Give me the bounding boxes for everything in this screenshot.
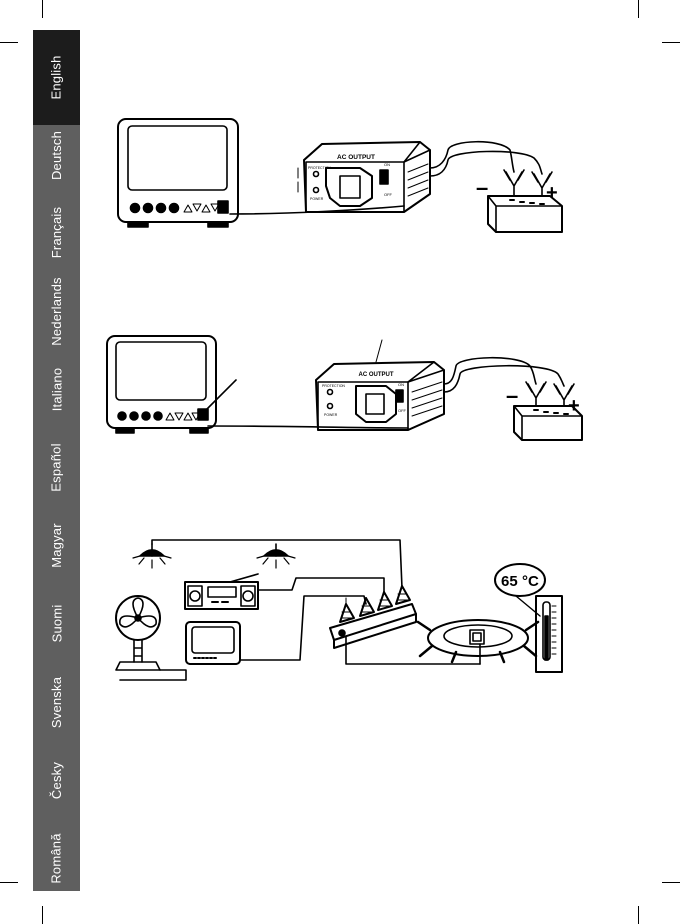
figure1-cable — [430, 142, 514, 172]
figure2-clamp-icon — [526, 382, 574, 406]
figure2-protection-label: PROTECTION — [322, 384, 345, 388]
temperature-value: 65 — [501, 573, 518, 590]
figure2-minus-sign: – — [506, 383, 518, 408]
tv-icon — [186, 622, 240, 664]
figure1-inverter-icon — [298, 142, 430, 212]
figure2-off-label: OFF — [398, 408, 407, 413]
figure2-power-label: POWER — [324, 413, 338, 417]
plug-icon — [378, 592, 392, 610]
lamp-wire — [152, 540, 402, 588]
inverter-top-icon — [418, 620, 538, 662]
figure2-cable — [208, 426, 408, 428]
fan-icon — [116, 596, 160, 670]
strip-cable — [346, 636, 480, 664]
figure1-off-label: OFF — [384, 192, 393, 197]
lamp-icon — [133, 544, 171, 568]
figure2-tv-icon — [107, 336, 216, 433]
figure1-power-label: POWER — [310, 197, 324, 201]
figure1-on-label: ON — [384, 162, 390, 167]
radio-icon — [185, 574, 258, 609]
figure2-ac-output-label: AC OUTPUT — [359, 372, 394, 378]
plug-icon — [340, 598, 354, 622]
fan-cable — [120, 670, 186, 680]
lamp-icon — [257, 544, 295, 568]
figure2-on-label: ON — [398, 382, 404, 387]
figure3-diagram — [116, 540, 562, 680]
figure1-minus-sign: – — [476, 175, 488, 200]
figure1-ac-output-label: AC OUTPUT — [337, 154, 375, 161]
figure1-tv-icon — [118, 119, 238, 227]
plug-icon — [360, 598, 374, 616]
figure1-plus-sign: + — [546, 182, 558, 204]
figure2-cable — [444, 366, 564, 392]
figure1-diagram — [118, 119, 562, 232]
thermometer-icon — [536, 596, 562, 672]
figure2-plus-sign: + — [568, 395, 580, 417]
figure1-protection-label: PROTECTION — [308, 166, 331, 170]
figure2-pointer-line — [204, 380, 236, 412]
plug-icon — [396, 586, 410, 604]
figure1-clamp-icon — [504, 170, 552, 196]
temperature-unit: °C — [522, 573, 539, 590]
radio-cable — [258, 578, 384, 594]
